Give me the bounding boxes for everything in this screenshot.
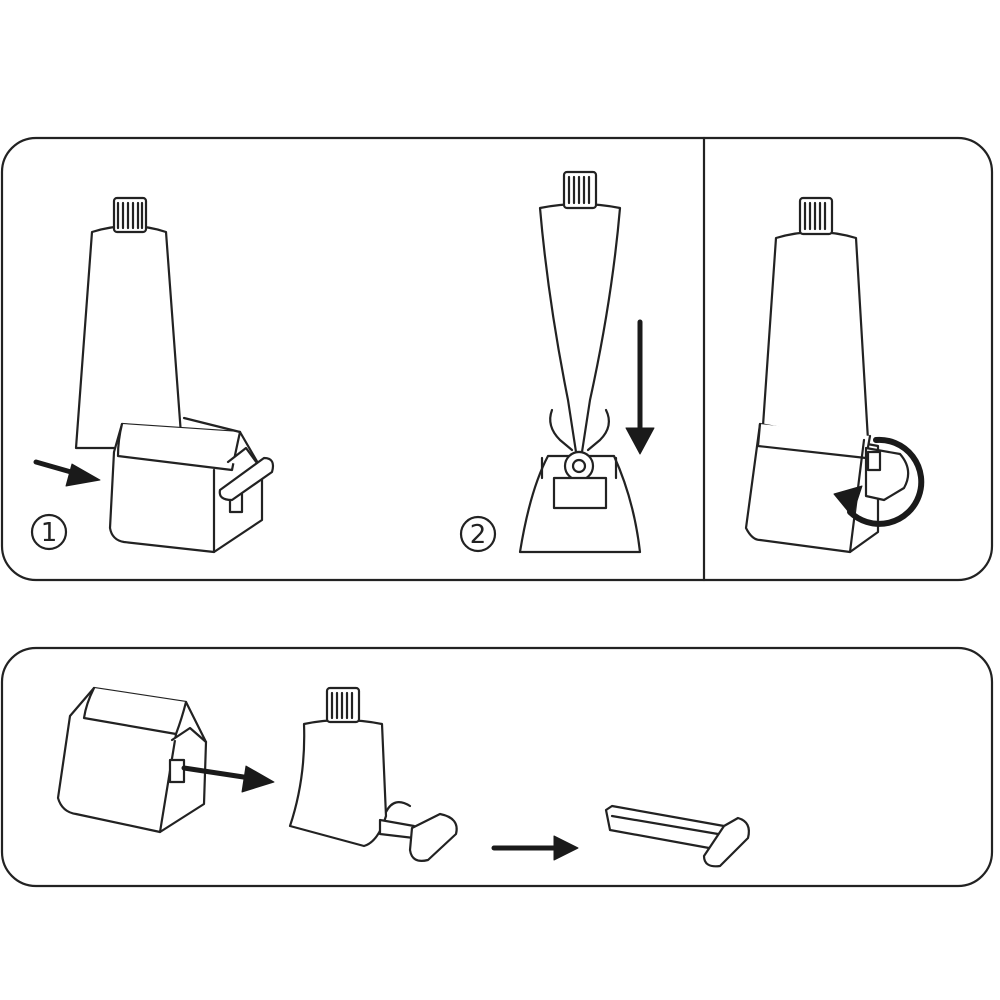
step-3-illustration [744,196,925,554]
top-panel-frame [0,136,994,582]
roller-key-icon [378,812,458,862]
toothpaste-tube-icon [74,196,184,450]
bottom-panel-frame [0,646,994,888]
toothpaste-tube-icon [760,196,870,442]
step-2-number: 2 [459,515,497,553]
toothpaste-tube-icon [538,170,622,454]
toothpaste-tube-icon [288,686,412,848]
arrow-icon [625,319,655,455]
step-2-illustration: 2 [459,170,655,554]
arrow-icon [181,765,275,793]
tube-squeezer-icon [108,416,275,554]
tube-squeezer-icon [744,422,910,554]
rotate-arrow-icon [833,436,925,527]
arrow-icon [491,835,579,861]
step-1-number: 1 [30,513,68,551]
step-1-label: 1 [41,518,58,548]
tube-squeezer-icon [56,686,208,834]
roller-key-icon [604,804,750,868]
step-2-label: 2 [470,520,487,550]
arrow-icon [33,459,101,487]
tube-squeezer-icon [518,408,642,554]
step-1-illustration: 1 [30,196,275,554]
